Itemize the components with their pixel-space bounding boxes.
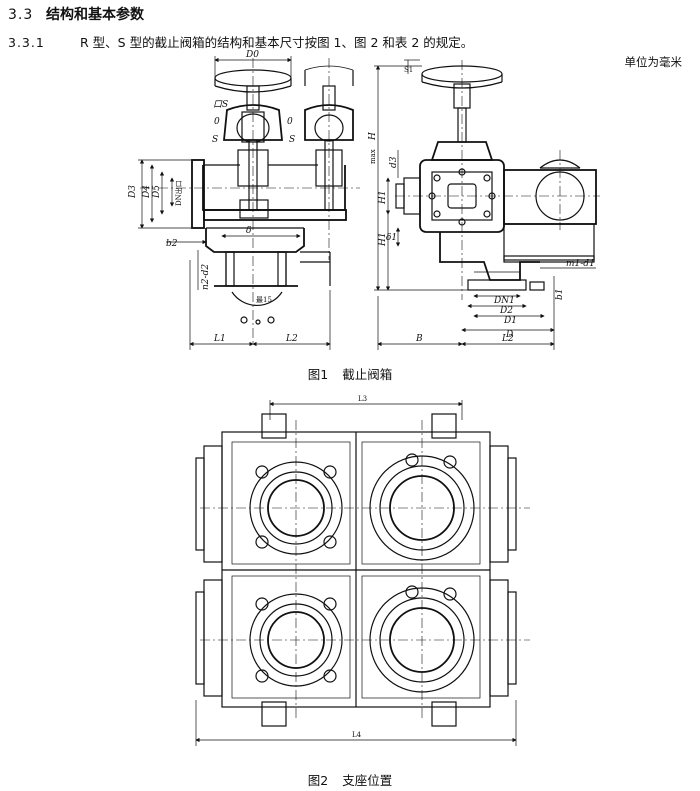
clause-text: R 型、S 型的截止阀箱的结构和基本尺寸按图 1、图 2 和表 2 的规定。: [80, 35, 474, 50]
label-h1: H1: [378, 232, 388, 247]
label-h1-upper: H1: [378, 190, 388, 205]
unit-note: 单位为毫米: [624, 55, 683, 69]
figure2-caption-text: 支座位置: [342, 773, 393, 788]
section-title: 结构和基本参数: [46, 7, 144, 23]
label-d4: D4: [142, 185, 152, 199]
label-n2d2: n2-d2: [201, 264, 211, 290]
label-d1: D1: [503, 316, 517, 326]
label-mark-small: 最15: [256, 296, 272, 304]
label-o-right: 0: [287, 117, 293, 127]
label-l2: L2: [285, 334, 298, 344]
label-d: D: [505, 330, 513, 340]
label-b1: b1: [555, 289, 565, 301]
label-mark-s: 口S: [213, 100, 228, 110]
label-d5: D5: [152, 185, 162, 199]
figure1-front-view: [138, 56, 360, 350]
label-d3-side: d3: [389, 156, 399, 168]
label-dn1: DN1: [493, 296, 515, 306]
label-s-left: S: [212, 135, 218, 145]
label-dn-out: DN出口: [174, 180, 183, 206]
label-b: B: [415, 334, 423, 344]
label-l1: L1: [213, 334, 226, 344]
section-number: 3.3: [8, 7, 34, 23]
figure2-plan-view: [195, 400, 530, 746]
section-heading: 3.3 结构和基本参数: [8, 4, 144, 24]
label-l3: L3: [358, 395, 367, 403]
figure1-caption-text: 截止阀箱: [342, 367, 393, 382]
clause-number: 3.3.1: [8, 35, 45, 50]
label-m1d1: m1-d1: [566, 259, 595, 269]
label-s-right: S: [289, 135, 295, 145]
label-s1: S1: [404, 66, 413, 74]
label-l2-right: L2: [501, 334, 514, 344]
clause-paragraph: 3.3.1 R 型、S 型的截止阀箱的结构和基本尺寸按图 1、图 2 和表 2 的…: [8, 32, 473, 51]
label-d3: D3: [128, 185, 138, 199]
label-h-tag: max: [369, 149, 377, 164]
label-l4: L4: [352, 731, 362, 739]
label-o-left: 0: [214, 117, 220, 127]
label-delta1: δ1: [386, 233, 397, 243]
label-d2: D2: [499, 306, 513, 316]
figure1-side-view: [374, 59, 600, 350]
label-delta: δ: [246, 226, 251, 236]
figure1-caption-number: 图1: [307, 367, 329, 382]
figure2-caption-number: 图2: [307, 773, 329, 788]
figure2-caption: 图2 支座位置: [0, 770, 700, 789]
label-b2: b2: [166, 239, 178, 249]
figure2-labels: L3 L4: [352, 395, 367, 739]
figure1-caption: 图1 截止阀箱: [0, 364, 700, 383]
figure1-labels: D0 口S 0 0 S S D3 D4 D5 DN出口 δ b2 n2-d2 最…: [128, 50, 595, 344]
label-d0: D0: [245, 50, 259, 60]
label-h: H: [368, 132, 378, 141]
